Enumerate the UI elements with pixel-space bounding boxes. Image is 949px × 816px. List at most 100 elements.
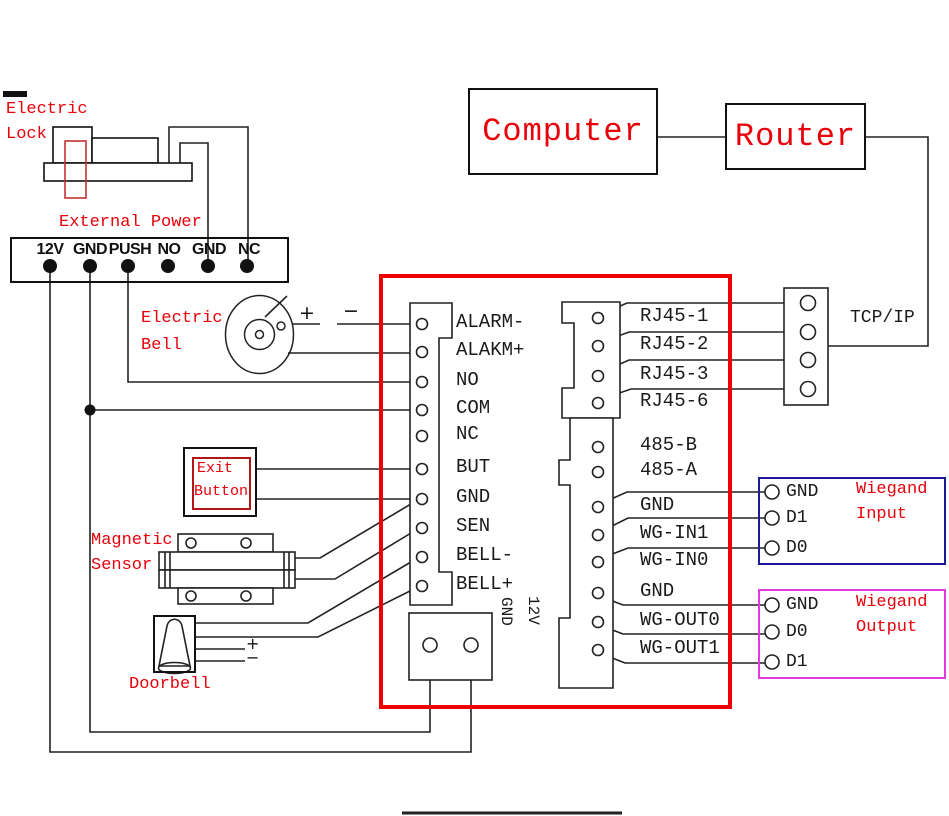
bell-striker-line — [264, 295, 288, 318]
ctl-label-sen: SEN — [456, 515, 491, 537]
wiegand-input-box — [758, 477, 946, 565]
bell-minus-sign: − — [343, 300, 359, 322]
wiegand-output-box — [758, 589, 946, 679]
ctl-label-gnd-out: GND — [640, 580, 675, 602]
ctl-label-wgout0: WG-OUT0 — [640, 609, 720, 631]
win-d1-label: D1 — [786, 508, 808, 528]
external-power-terminal-box — [10, 237, 289, 283]
wout-d1-label: D1 — [786, 652, 808, 672]
wiegand-input-circles — [764, 484, 780, 556]
lock-strike-bar — [43, 162, 193, 182]
doorbell-box — [153, 615, 196, 673]
ctl-label-rj45-3: RJ45-3 — [640, 363, 709, 385]
wire-sensor-gnd — [295, 500, 417, 559]
ctl-label-wgin0: WG-IN0 — [640, 549, 709, 571]
ctl-power-12v-label: 12V — [524, 596, 542, 625]
electric-bell-label-2: Bell — [141, 336, 182, 355]
computer-box: Computer — [468, 88, 658, 175]
ctl-label-alarm-minus: ALARM- — [456, 311, 525, 333]
wire-12v — [49, 266, 472, 753]
lock-bolt — [64, 140, 87, 199]
exit-button-box — [183, 447, 257, 517]
tcpip-connector — [783, 287, 829, 406]
rj45-terminal-strip — [561, 301, 621, 419]
ctl-label-485a: 485-A — [640, 459, 698, 481]
dot-nc — [240, 259, 254, 273]
ctl-label-bell-minus: BELL- — [456, 544, 514, 566]
ctl-label-rj45-1: RJ45-1 — [640, 305, 709, 327]
terminal-label-push: PUSH — [108, 241, 152, 258]
dot-no — [161, 259, 175, 273]
wire-lock-gnd — [179, 142, 209, 260]
ctl-power-gnd-label: GND — [497, 597, 515, 626]
ctl-label-alakm-plus: ALAKM+ — [456, 339, 525, 361]
lock-body — [91, 137, 159, 164]
wiegand-input-title-2: Input — [856, 505, 908, 524]
exit-button-label-1: Exit — [197, 460, 234, 477]
win-d0-label: D0 — [786, 538, 808, 558]
terminal-label-nc: NC — [237, 241, 261, 258]
dot-push — [121, 259, 135, 273]
wout-gnd-label: GND — [786, 595, 819, 615]
stray-mark — [3, 91, 27, 97]
ctl-label-gnd-in: GND — [640, 494, 675, 516]
wiegand-output-circles — [764, 597, 780, 670]
magnetic-sensor-label-1: Magnetic — [91, 531, 173, 550]
computer-label: Computer — [482, 112, 644, 150]
win-gnd-label: GND — [786, 482, 819, 502]
magnetic-sensor-figure — [158, 533, 296, 605]
ctl-label-rj45-2: RJ45-2 — [640, 333, 709, 355]
ctl-label-bell-plus: BELL+ — [456, 573, 514, 595]
controller-box — [379, 274, 732, 709]
wiegand-input-title-1: Wiegand — [856, 480, 928, 499]
ctl-label-485b: 485-B — [640, 434, 698, 456]
external-power-label: External Power — [59, 213, 202, 232]
doorbell-label: Doorbell — [129, 675, 211, 694]
wire-gnd — [89, 266, 431, 733]
ctl-label-rj45-6: RJ45-6 — [640, 390, 709, 412]
tcpip-label: TCP/IP — [850, 308, 915, 328]
wire-lock-nc — [168, 126, 249, 260]
ctl-label-gnd: GND — [456, 486, 491, 508]
ctl-label-nc: NC — [456, 423, 479, 445]
electric-lock-label-2: Lock — [6, 125, 47, 144]
wiegand-output-title-1: Wiegand — [856, 593, 928, 612]
magnetic-sensor-label-2: Sensor — [91, 556, 153, 575]
doorbell-figure — [157, 618, 192, 675]
router-label: Router — [734, 117, 857, 155]
electric-bell-label-1: Electric — [141, 309, 223, 328]
junction-dot — [84, 404, 96, 416]
ctl-label-no: NO — [456, 369, 479, 391]
wiegand-output-title-2: Output — [856, 618, 918, 637]
terminal-label-gnd2: GND — [191, 241, 227, 258]
dot-12v — [43, 259, 57, 273]
doorbell-plus-sign: + — [246, 634, 260, 653]
ctl-label-but: BUT — [456, 456, 491, 478]
electric-lock-label-1: Electric — [6, 100, 88, 119]
doorbell-minus-sign: − — [246, 648, 260, 667]
exit-button-inner-box — [192, 457, 251, 510]
wire-push-no — [127, 266, 416, 383]
terminal-label-12v: 12V — [36, 241, 64, 258]
ctl-label-wgout1: WG-OUT1 — [640, 637, 720, 659]
power-connector — [408, 612, 493, 681]
ctl-label-wgin1: WG-IN1 — [640, 522, 709, 544]
router-box: Router — [725, 103, 866, 170]
external-power-dots — [43, 259, 254, 416]
electric-bell-figure — [224, 294, 295, 375]
dot-gnd1 — [83, 259, 97, 273]
wire-doorbell-bellplus — [196, 587, 417, 638]
wg-terminal-strip — [558, 417, 614, 689]
wire-router-tcpip — [828, 136, 929, 347]
terminal-label-no: NO — [157, 241, 182, 258]
electric-lock-figure — [43, 126, 193, 199]
terminal-label-gnd1: GND — [72, 241, 108, 258]
wout-d0-label: D0 — [786, 622, 808, 642]
ctl-label-com: COM — [456, 397, 491, 419]
dot-gnd2 — [201, 259, 215, 273]
wire-sensor-sen — [295, 529, 417, 580]
left-terminal-strip — [409, 302, 453, 606]
exit-button-label-2: Button — [194, 483, 249, 500]
